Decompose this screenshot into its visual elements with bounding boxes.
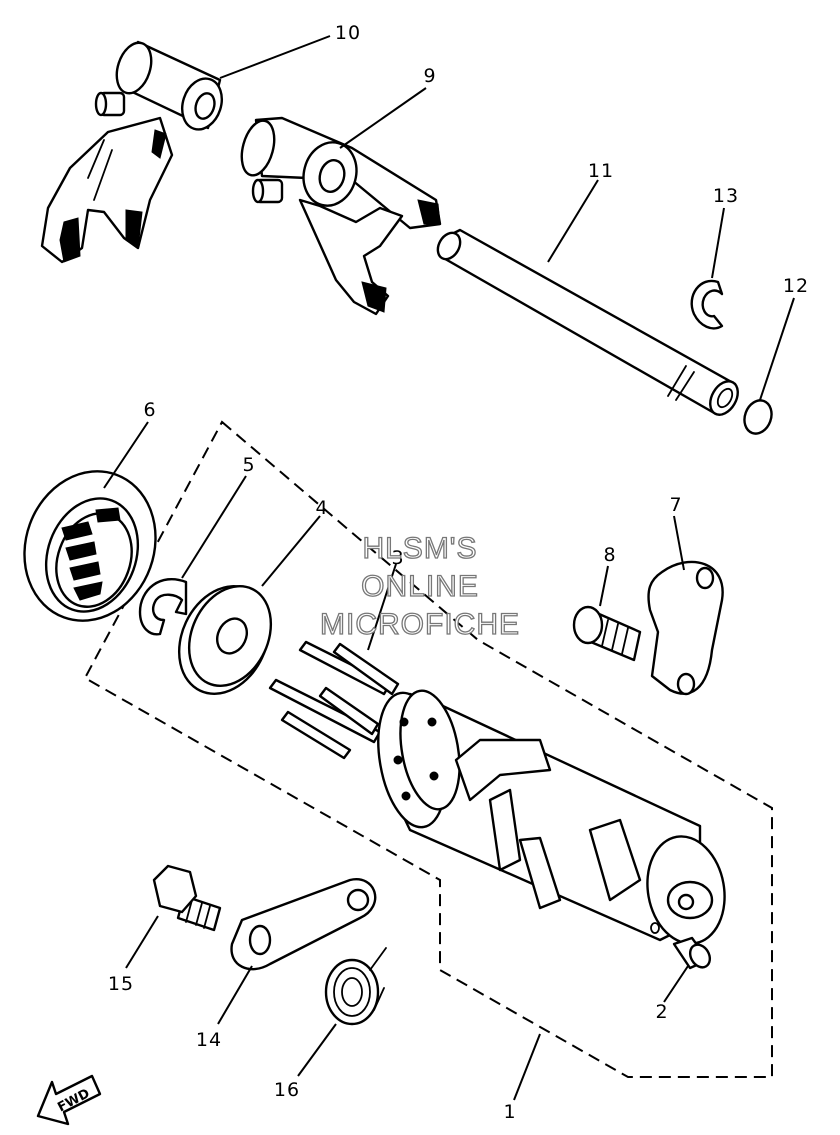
callout-10: 10 xyxy=(335,22,361,44)
watermark-line-1: HLSM'S xyxy=(362,532,477,565)
callout-labels: 10 9 11 13 12 6 5 4 7 8 3 15 14 16 2 1 xyxy=(108,22,809,1123)
spring-16 xyxy=(324,947,387,1026)
shift-drum-1 xyxy=(377,689,726,945)
bearing-6 xyxy=(23,470,157,622)
callout-3: 3 xyxy=(391,547,404,569)
plug-12 xyxy=(743,399,773,435)
callout-14: 14 xyxy=(196,1029,222,1051)
callout-16: 16 xyxy=(274,1079,300,1101)
assembly-group-outline xyxy=(83,420,773,1078)
lever-14 xyxy=(230,878,377,971)
callout-7: 7 xyxy=(669,494,682,516)
watermark-line-2: ONLINE xyxy=(361,570,479,603)
callout-13: 13 xyxy=(713,185,739,207)
callout-5: 5 xyxy=(242,454,255,476)
callout-8: 8 xyxy=(603,544,616,566)
circlip-13 xyxy=(690,279,724,330)
watermark: HLSM'S ONLINE MICROFICHE xyxy=(319,531,520,641)
callout-11: 11 xyxy=(588,160,614,182)
shift-fork-10 xyxy=(40,40,223,264)
callout-12: 12 xyxy=(783,275,809,297)
callout-15: 15 xyxy=(108,973,134,995)
bolt-15 xyxy=(152,864,222,932)
circlip-5 xyxy=(138,578,188,636)
bolt-8 xyxy=(572,605,642,662)
watermark-line-3: MICROFICHE xyxy=(320,608,520,641)
pins-3 xyxy=(268,640,400,760)
pin-2 xyxy=(672,936,712,970)
callout-4: 4 xyxy=(315,497,328,519)
washer-4 xyxy=(177,585,273,695)
callout-1: 1 xyxy=(503,1101,516,1123)
callout-9: 9 xyxy=(423,65,436,87)
guide-bar-11 xyxy=(436,228,739,416)
stopper-plate-7 xyxy=(647,560,724,696)
forward-direction-arrow: FWD xyxy=(36,1074,102,1126)
callout-6: 6 xyxy=(143,399,156,421)
shift-fork-9 xyxy=(240,116,442,316)
callout-2: 2 xyxy=(655,1001,668,1023)
leader-lines xyxy=(103,35,795,1101)
